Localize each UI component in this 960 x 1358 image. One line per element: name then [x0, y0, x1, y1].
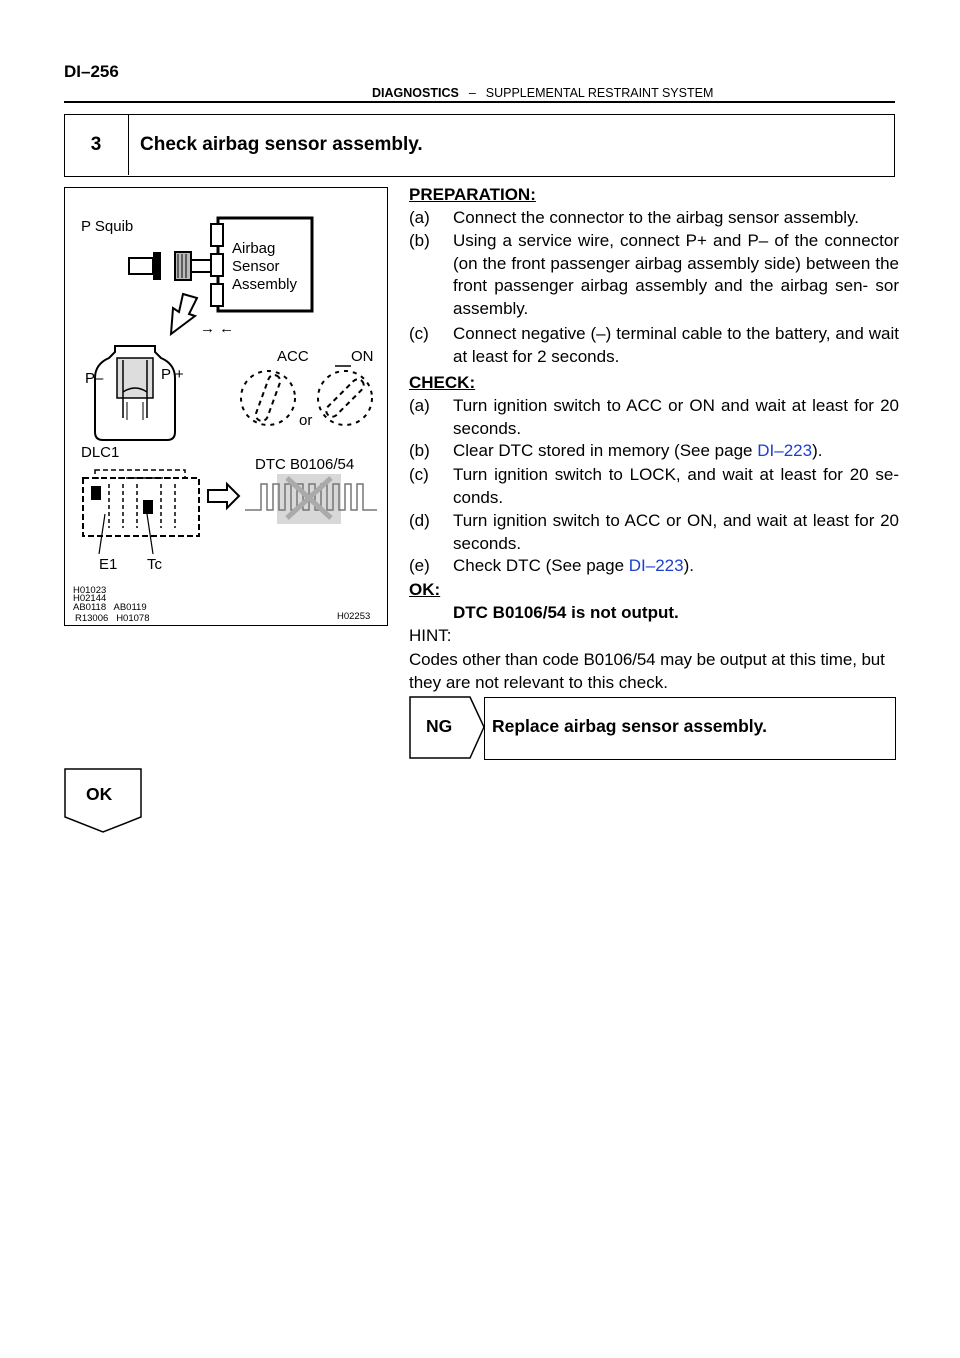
header-separator: – — [468, 86, 476, 100]
ng-label: NG — [426, 716, 453, 736]
label-arrows: → ← — [200, 320, 235, 337]
hint-heading: HINT: — [409, 626, 452, 645]
label-dlc1: DLC1 — [81, 444, 120, 461]
prep-item-c: (c) Connect negative (–) terminal cable … — [409, 324, 899, 366]
label-dtc: DTC B0106/54 — [255, 456, 355, 473]
ng-action-box — [484, 697, 896, 760]
squib-plug — [174, 251, 192, 281]
switch-acc-icon — [240, 370, 296, 426]
prep-item-a: (a) Connect the connector to the airbag … — [409, 208, 860, 227]
illustration: P Squib Airbag Sensor Assembly → ← ACC O… — [64, 187, 388, 626]
ok-flow-label: OK — [86, 784, 113, 804]
label-p-minus: P– — [85, 370, 104, 387]
header-rule — [64, 101, 895, 103]
figure-code-right: H02253 — [337, 611, 371, 622]
page-link-di-223[interactable]: DI–223 — [628, 556, 684, 575]
label-p-plus: P + — [161, 366, 184, 383]
insert-arrow-icon — [169, 292, 199, 337]
figure-code-3: AB0118 AB0119 — [73, 602, 147, 613]
switch-on-icon — [317, 370, 373, 426]
hint-line-1: Codes other than code B0106/54 may be ou… — [409, 650, 885, 669]
figure-code-4: R13006 H01078 — [75, 613, 150, 624]
label-sensor: Sensor — [232, 258, 280, 275]
label-assembly: Assembly — [232, 276, 298, 293]
squib-connector — [128, 257, 154, 275]
check-item-c: (c) Turn ignition switch to LOCK, and wa… — [409, 465, 899, 507]
label-airbag: Airbag — [232, 240, 276, 257]
dlc1-connector — [82, 477, 200, 537]
figure-code-2: H02144 — [73, 593, 107, 604]
label-on: ON — [351, 348, 374, 365]
label-acc: ACC — [277, 348, 309, 365]
label-e1: E1 — [99, 556, 118, 573]
ok-result: DTC B0106/54 is not output. — [453, 603, 679, 622]
header-subsection: SUPPLEMENTAL RESTRAINT SYSTEM — [485, 86, 714, 100]
prep-item-b: (b) Using a service wire, connect P+ and… — [409, 231, 899, 318]
check-item-e: (e) Check DTC (See page DI–223). — [409, 556, 694, 575]
step-number: 3 — [64, 114, 129, 175]
step-title: Check airbag sensor assembly. — [140, 134, 423, 155]
ok-flow-arrow — [64, 768, 142, 833]
label-tc: Tc — [147, 556, 162, 573]
dtc-waveform — [245, 474, 377, 524]
label-p-squib: P Squib — [81, 218, 134, 235]
figure-code-1: H01023 — [73, 585, 107, 596]
page-number: DI–256 — [64, 62, 119, 81]
running-header: DIAGNOSTICS–SUPPLEMENTAL RESTRAINT SYSTE… — [372, 86, 713, 100]
output-arrow-icon — [207, 481, 241, 511]
step-box — [64, 114, 895, 177]
ng-action: Replace airbag sensor assembly. — [492, 716, 767, 736]
illustration-drawing — [82, 216, 377, 555]
hint-line-2: they are not relevant to this check. — [409, 673, 668, 692]
header-section: DIAGNOSTICS — [372, 86, 459, 100]
ng-flow-arrow — [409, 696, 485, 759]
check-item-d: (d) Turn ignition switch to ACC or ON, a… — [409, 511, 899, 553]
preparation-heading: PREPARATION: — [409, 185, 536, 204]
label-or: or — [299, 412, 313, 429]
ok-heading: OK: — [409, 580, 441, 599]
check-item-b: (b) Clear DTC stored in memory (See page… — [409, 441, 823, 460]
check-heading: CHECK: — [409, 373, 476, 392]
page-link-di-223[interactable]: DI–223 — [757, 441, 813, 460]
check-item-a: (a) Turn ignition switch to ACC or ON an… — [409, 396, 899, 438]
